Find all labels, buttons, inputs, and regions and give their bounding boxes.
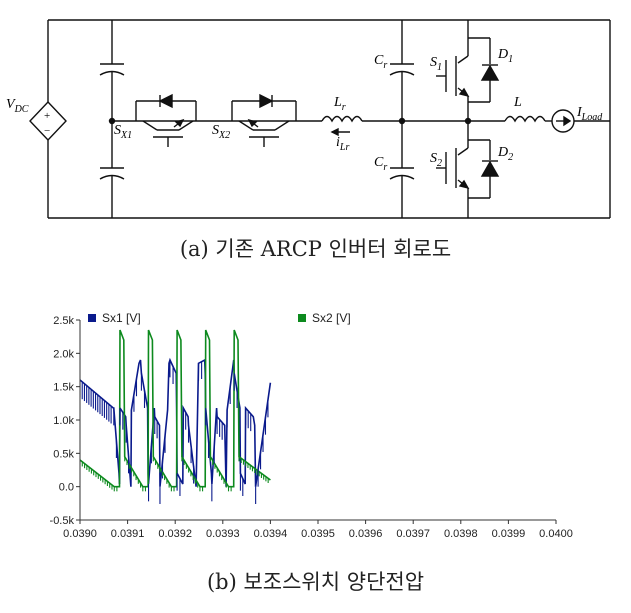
x-tick-label: 0.0399	[492, 528, 526, 540]
x-tick-label: 0.0398	[444, 528, 478, 540]
iload-label: I	[576, 105, 583, 120]
lr-inductor-icon	[321, 115, 363, 123]
minus-sign: −	[44, 125, 50, 137]
s1-label: S	[430, 55, 437, 70]
svg-text:D1: D1	[497, 47, 513, 65]
svg-text:D2: D2	[497, 145, 513, 163]
arcp-circuit-diagram	[29, 19, 611, 219]
y-tick-label: 1.0k	[53, 415, 74, 427]
d1-diode-icon	[468, 37, 500, 103]
svg-text:Cr: Cr	[374, 53, 387, 71]
legend-swatch-1	[88, 314, 96, 322]
y-tick-label: 0.5k	[53, 448, 74, 460]
chart-axes: -0.5k 0.0 0.5k 1.0k 1.5k 2.0k 2.5k 0.0390 0.0391…	[50, 315, 573, 540]
l-inductor-icon	[504, 115, 546, 123]
sx2-sub: X2	[218, 130, 230, 141]
circuit-labels: VDC + − SX1 SX2 Lr iLr Cr Cr S1 S2 D1 D2…	[6, 47, 603, 173]
sx1-sub: X1	[120, 130, 132, 141]
legend-label-2: Sx2 [V]	[312, 311, 351, 325]
y-tick-label: 0.0	[59, 482, 74, 494]
svg-text:SX2: SX2	[212, 123, 230, 141]
x-tick-label: 0.0391	[111, 528, 145, 540]
svg-text:ILoad: ILoad	[576, 105, 603, 123]
cr-bot-label: C	[374, 155, 384, 170]
d2-sub: 2	[508, 152, 513, 163]
y-tick-label: 2.0k	[53, 348, 74, 360]
svg-text:S1: S1	[430, 55, 442, 73]
d2-label: D	[497, 145, 508, 160]
lr-label: L	[333, 95, 342, 110]
cr-top-plate2	[389, 70, 415, 76]
svg-text:iLr: iLr	[336, 135, 349, 153]
sx2-label: S	[212, 123, 219, 138]
sx1-label: S	[114, 123, 121, 138]
svg-text:SX1: SX1	[114, 123, 132, 141]
ilr-label: i	[336, 135, 340, 150]
lr-sub: r	[342, 102, 346, 113]
series-line-1	[80, 357, 272, 487]
svg-text:VDC: VDC	[6, 97, 29, 115]
figure-a-caption: (a) 기존 ARCP 인버터 회로도	[179, 237, 452, 261]
x-tick-label: 0.0397	[396, 528, 430, 540]
output-node	[464, 117, 472, 125]
y-tick-label: 1.5k	[53, 382, 74, 394]
legend-swatch-2	[298, 314, 306, 322]
sx1-switch	[135, 93, 197, 147]
x-tick-label: 0.0395	[301, 528, 335, 540]
s2-igbt-icon	[436, 121, 470, 218]
legend-label-1: Sx1 [V]	[102, 311, 141, 325]
d1-sub: 1	[508, 54, 513, 65]
cr-top-sub: r	[383, 60, 387, 71]
x-tick-label: 0.0390	[63, 528, 97, 540]
vdc-sub: DC	[14, 104, 29, 115]
l-label: L	[513, 95, 522, 110]
s1-sub: 1	[437, 62, 442, 73]
dclink-cap-top-plate2	[99, 70, 125, 76]
svg-text:S2: S2	[430, 151, 442, 169]
cr-top-label: C	[374, 53, 384, 68]
dclink-cap-bot-plate2	[99, 174, 125, 180]
figure-b-caption: (b) 보조스위치 양단전압	[206, 570, 425, 594]
x-tick-label: 0.0396	[349, 528, 383, 540]
aux-switch-voltage-chart: -0.5k 0.0 0.5k 1.0k 1.5k 2.0k 2.5k 0.0390 0.0391…	[50, 311, 573, 540]
dc-source-icon	[29, 100, 67, 142]
d1-label: D	[497, 47, 508, 62]
cr-bot-plate2	[389, 174, 415, 180]
x-tick-label: 0.0392	[158, 528, 192, 540]
ilr-arrow-head	[330, 127, 339, 137]
plot-series-area	[80, 329, 272, 504]
iload-sub: Load	[581, 112, 604, 123]
x-tick-label: 0.0394	[254, 528, 288, 540]
svg-text:Cr: Cr	[374, 155, 387, 173]
y-tick-label: 2.5k	[53, 315, 74, 327]
s2-label: S	[430, 151, 437, 166]
sx2-switch	[231, 93, 297, 147]
s2-sub: 2	[437, 158, 442, 169]
chart-legend: Sx1 [V] Sx2 [V]	[88, 311, 351, 325]
x-tick-label: 0.0393	[206, 528, 240, 540]
cr-bot-sub: r	[383, 162, 387, 173]
ilr-sub: Lr	[339, 142, 350, 153]
x-tick-label: 0.0400	[539, 528, 573, 540]
vdc-label: V	[6, 97, 16, 112]
plus-sign: +	[44, 110, 50, 122]
y-tick-label: -0.5k	[50, 515, 75, 527]
d2-diode-icon	[468, 139, 500, 199]
svg-text:Lr: Lr	[333, 95, 346, 113]
